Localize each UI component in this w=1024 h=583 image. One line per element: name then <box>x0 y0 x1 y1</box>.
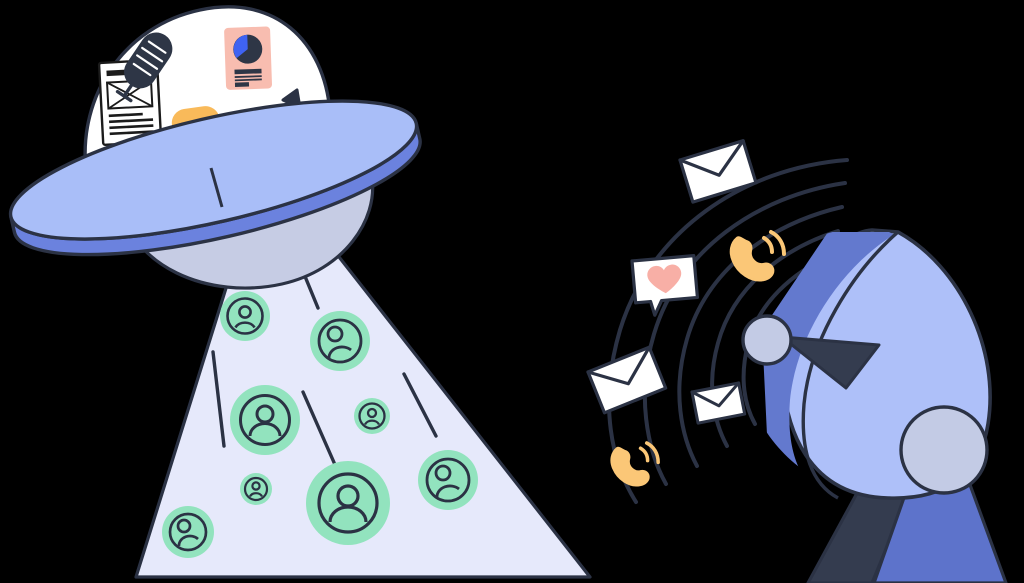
avatar <box>240 473 272 505</box>
beam-avatar-group <box>162 291 478 558</box>
phone-ringing-icon <box>610 441 660 487</box>
dish-pivot <box>899 405 989 495</box>
envelope-icon <box>690 381 747 425</box>
flying-saucer <box>8 5 422 290</box>
dish-inner-edge <box>801 230 900 500</box>
dish-feedhorn <box>741 314 793 366</box>
pie-chart-card-icon <box>224 26 272 90</box>
signal-arc <box>677 205 844 468</box>
avatar <box>418 450 478 510</box>
dome-seam <box>209 167 224 208</box>
saucer-disc-top <box>8 99 419 241</box>
avatar <box>310 311 370 371</box>
envelope-icon <box>586 345 668 415</box>
envelope-icon <box>678 139 758 204</box>
avatar <box>306 461 390 545</box>
saucer-disc <box>8 99 422 257</box>
avatar <box>354 398 390 434</box>
microphone-icon <box>115 32 173 103</box>
signal-icon-group <box>586 139 786 487</box>
avatar <box>162 506 214 558</box>
avatar <box>230 385 300 455</box>
avatar <box>220 291 270 341</box>
signal-arc <box>642 181 847 486</box>
heart-bubble-icon <box>630 253 700 317</box>
phone-ringing-icon <box>729 230 786 282</box>
tractor-beam <box>134 246 592 579</box>
satellite-dish <box>741 228 1008 583</box>
dish-feed-arm <box>780 335 881 390</box>
dish-back-face <box>762 232 898 498</box>
